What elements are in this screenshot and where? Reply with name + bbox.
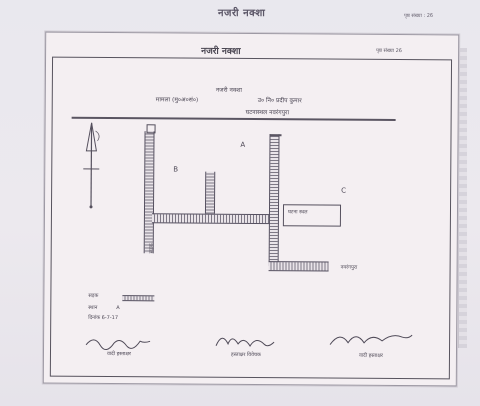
legend-road-sample bbox=[122, 295, 155, 302]
legend-line-3: A bbox=[116, 305, 120, 312]
signature-middle-label: हस्ताक्षर विवेचक bbox=[231, 351, 261, 359]
signature-left-icon bbox=[85, 339, 151, 350]
label-c: C bbox=[341, 186, 347, 195]
header-place: घटनास्थल नवरंगपुरा bbox=[245, 108, 290, 117]
legend-line-1: सड़क bbox=[88, 292, 99, 299]
incident-house bbox=[282, 204, 342, 227]
header-line-1: नजरी नक्शा bbox=[215, 86, 243, 94]
legend-line-2: स्थान bbox=[88, 304, 98, 311]
lane-middle bbox=[204, 171, 216, 214]
road-left-vertical bbox=[143, 131, 155, 254]
label-a: A bbox=[240, 140, 246, 149]
signature-right-label: वादी हस्ताक्षर bbox=[358, 352, 383, 359]
road-left-label: सड़क bbox=[148, 243, 155, 254]
outer-page-number: पृष्ठ संख्या : 26 bbox=[404, 13, 434, 19]
page-edge bbox=[458, 48, 467, 348]
road-right-cap bbox=[269, 134, 282, 136]
signature-right-icon bbox=[329, 334, 413, 345]
label-b: B bbox=[173, 165, 179, 174]
signature-middle-icon bbox=[215, 337, 275, 347]
sheet-title: नजरी नक्शा bbox=[201, 46, 241, 57]
road-right-label: नवरंगपुरा bbox=[340, 264, 358, 271]
header-case: मामला (मु०अ०सं०) bbox=[155, 96, 199, 104]
header-officer: उ० नि० प्रदीप कुमार bbox=[257, 97, 302, 105]
road-right-vertical bbox=[268, 134, 280, 267]
house-label: घटना स्थल bbox=[287, 209, 308, 216]
signature-left-label: वादी हस्ताक्षर bbox=[106, 350, 132, 358]
road-bottom bbox=[268, 261, 329, 272]
sheet-page-number: पृष्ठ संख्या 26 bbox=[376, 47, 402, 55]
outer-page-title: नजरी नक्शा bbox=[218, 8, 266, 19]
legend-line-4: दिनांक 6-7-17 bbox=[88, 314, 119, 322]
road-horizontal bbox=[151, 213, 277, 225]
map-sheet: नजरी नक्शा पृष्ठ संख्या 26 नजरी नक्शा मा… bbox=[42, 31, 460, 387]
road-marker bbox=[146, 124, 156, 134]
north-arrow-icon bbox=[83, 122, 100, 209]
